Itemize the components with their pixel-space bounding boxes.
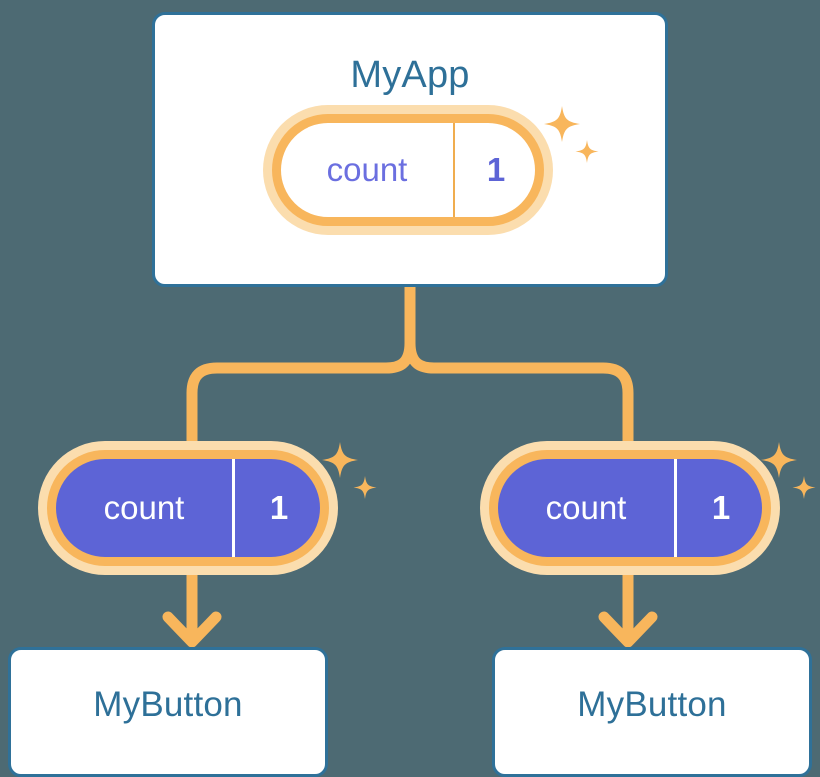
prop-value-label: 1 [674, 459, 762, 557]
component-title: MyButton [577, 685, 727, 724]
state-key-label: count [326, 151, 408, 188]
connector-branch-right [404, 342, 634, 462]
state-value-label: 1 [453, 123, 535, 217]
page-title: MyApp [350, 54, 470, 96]
component-title: MyButton [93, 685, 243, 724]
prop-key-label: count [103, 489, 185, 526]
component-card-mybutton-left[interactable]: MyButton [8, 647, 328, 777]
connector-branch-left [186, 342, 416, 462]
state-pill-myapp[interactable]: count 1 [272, 114, 544, 226]
arrow-down-icon [598, 611, 658, 648]
component-card-mybutton-right[interactable]: MyButton [492, 647, 812, 777]
prop-key-label: count [545, 489, 627, 526]
arrow-down-icon [162, 611, 222, 648]
prop-value-label: 1 [232, 459, 320, 557]
prop-pill-mybutton-right[interactable]: count 1 [489, 450, 771, 566]
prop-pill-mybutton-left[interactable]: count 1 [47, 450, 329, 566]
